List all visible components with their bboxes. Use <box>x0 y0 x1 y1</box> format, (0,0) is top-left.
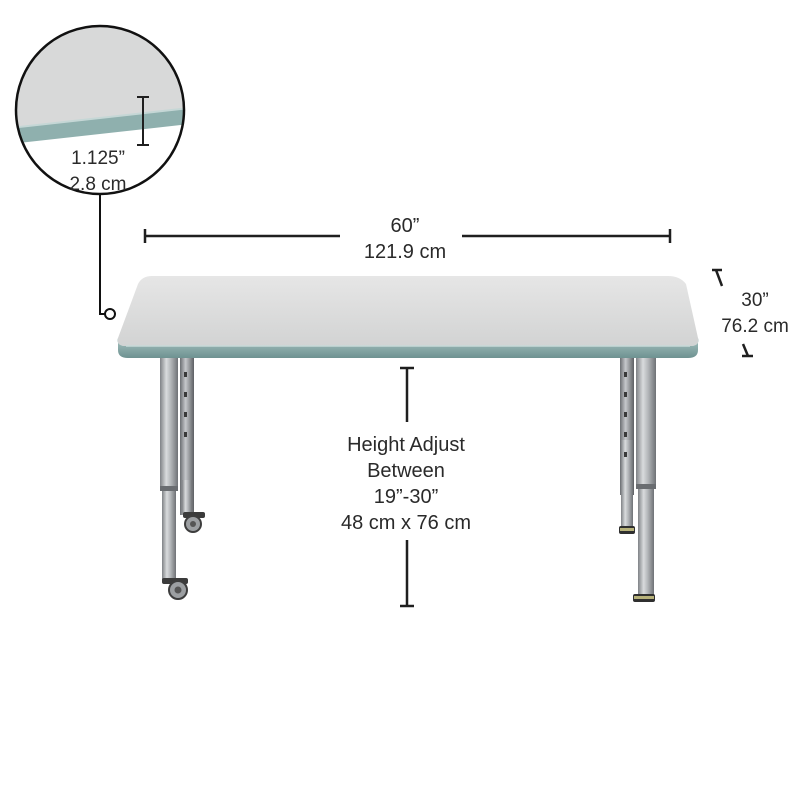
width-imperial: 60” <box>390 215 420 237</box>
front-right-leg <box>633 358 656 602</box>
thickness-imperial: 1.125” <box>71 148 125 169</box>
front-left-leg <box>160 358 188 600</box>
height-adjust-label: Height Adjust Between 19”-30” 48 cm x 76… <box>316 432 496 536</box>
back-right-leg <box>619 355 635 534</box>
depth-label: 30” 76.2 cm <box>712 288 798 340</box>
height-imperial: 19”-30” <box>373 486 439 508</box>
height-dimension-line <box>400 366 414 608</box>
top-thickness-label: 1.125” 2.8 cm <box>48 146 148 198</box>
detail-magnifier-circle <box>14 24 186 320</box>
height-metric: 48 cm x 76 cm <box>340 512 472 534</box>
thickness-metric: 2.8 cm <box>69 174 127 195</box>
depth-metric: 76.2 cm <box>721 316 789 337</box>
width-label: 60” 121.9 cm <box>330 213 480 265</box>
depth-dimension-line <box>712 268 753 358</box>
tabletop <box>117 276 699 358</box>
caster-wheel-icon <box>162 578 188 600</box>
depth-imperial: 30” <box>741 290 769 311</box>
callout-leader-line <box>99 194 108 315</box>
width-metric: 121.9 cm <box>363 241 447 263</box>
caster-wheel-icon <box>183 512 205 533</box>
height-line-2: Between <box>367 460 445 482</box>
height-line-1: Height Adjust <box>347 434 465 456</box>
back-left-leg <box>180 355 205 533</box>
edge-band <box>117 338 699 358</box>
width-dimension-line <box>143 229 672 243</box>
